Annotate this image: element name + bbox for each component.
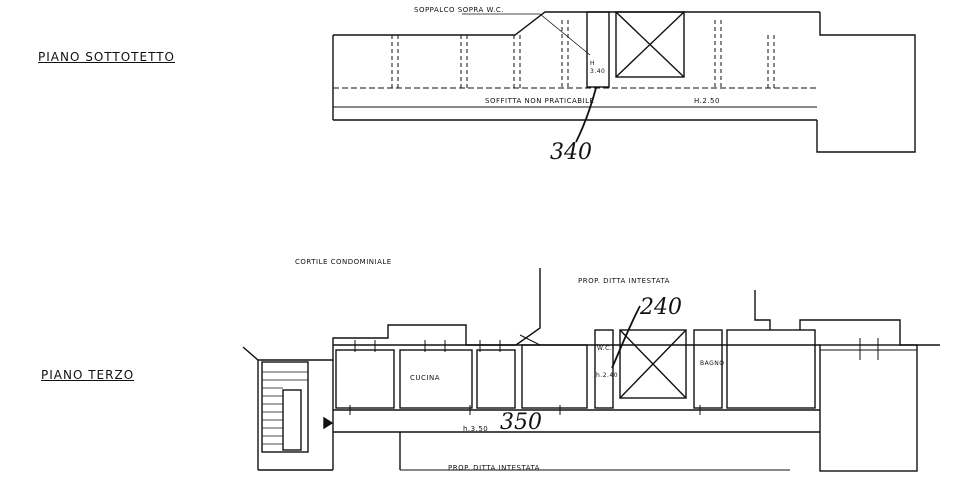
handwritten-240: 240 — [640, 295, 682, 320]
height-label-terzo: h.3.50 — [463, 425, 489, 433]
sottotetto-plan — [332, 11, 916, 153]
prop-top-label: PROP. DITTA INTESTATA — [578, 277, 670, 285]
prop-bottom-label: PROP. DITTA INTESTATA — [448, 464, 540, 472]
wc-height-label: h.2.40 — [596, 372, 619, 379]
piano-terzo-title: PIANO TERZO — [41, 368, 135, 382]
height-label-sottotetto: H.2.50 — [694, 97, 720, 105]
handwritten-340: 340 — [550, 140, 592, 165]
bagno-label: BAGNO — [700, 360, 725, 367]
piano-sottotetto-title: PIANO SOTTOTETTO — [38, 50, 175, 64]
terzo-plan — [242, 268, 940, 472]
soppalco-label: SOPPALCO SOPRA W.C. — [414, 6, 504, 14]
soffitta-label: SOFFITTA NON PRATICABILE — [485, 97, 595, 105]
cortile-label: CORTILE CONDOMINIALE — [295, 258, 392, 266]
wc-label: W.C. — [597, 345, 613, 352]
handwritten-350: 350 — [500, 410, 542, 435]
vertical-height-label: H 3.40 — [590, 60, 606, 75]
cucina-label: CUCINA — [410, 374, 440, 382]
